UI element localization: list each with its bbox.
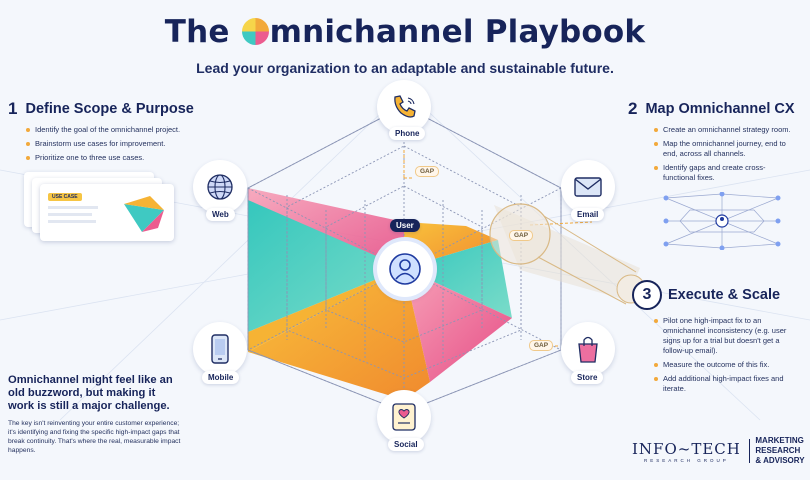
- list-item: Brainstorm use cases for improvement.: [26, 139, 208, 149]
- step-1-number: 1: [8, 99, 18, 118]
- callout-section: Omnichannel might feel like an old buzzw…: [8, 374, 184, 455]
- step-3-title: Execute & Scale: [668, 287, 781, 303]
- segment-store-pink: [404, 268, 512, 382]
- gap-label-store: GAP: [529, 340, 554, 351]
- step-2-title: Map Omnichannel CX: [645, 101, 795, 117]
- mobile-phone-icon: [211, 334, 229, 364]
- segment-email-teal: [404, 240, 512, 318]
- list-item: Pilot one high-impact fix to an omnichan…: [654, 316, 802, 356]
- division-name-line1: MARKETING RESEARCH: [755, 436, 804, 455]
- mini-network-diagram: [663, 192, 781, 250]
- step-3-bullets: Pilot one high-impact fix to an omnichan…: [632, 316, 802, 394]
- list-item: Map the omnichannel journey, end to end,…: [654, 139, 794, 159]
- list-item: Create an omnichannel strategy room.: [654, 125, 794, 135]
- phone-label: Phone: [389, 127, 426, 140]
- email-icon: [574, 177, 602, 197]
- step-1-bullets: Identify the goal of the omnichannel pro…: [8, 125, 208, 163]
- magnifier-callout: [489, 203, 646, 305]
- omnichannel-logo-icon: [241, 18, 269, 45]
- phone-node: [377, 80, 431, 134]
- list-item: Add additional high-impact fixes and ite…: [654, 374, 802, 394]
- infotech-logo-subtitle: RESEARCH GROUP: [644, 457, 729, 463]
- page-title: The mnichannel Playbook: [164, 14, 646, 50]
- step-2-section: 2 Map Omnichannel CX Create an omnichann…: [628, 99, 808, 187]
- gap-label-email: GAP: [509, 230, 534, 241]
- user-node: [377, 241, 433, 297]
- footer-logo: INFO~TECH RESEARCH GROUP MARKETING RESEA…: [632, 436, 808, 466]
- callout-body: The key isn't reinventing your entire cu…: [8, 420, 181, 454]
- email-label: Email: [571, 208, 605, 221]
- list-item: Prioritize one to three use cases.: [26, 153, 208, 163]
- globe-icon: [207, 174, 233, 200]
- user-label: User: [390, 219, 420, 232]
- step-1-section: 1 Define Scope & Purpose Identify the go…: [8, 99, 208, 167]
- pie-chart-icon: [124, 196, 164, 232]
- division-name-line2: & ADVISORY: [755, 456, 805, 465]
- social-label: Social: [388, 438, 424, 451]
- store-label: Store: [571, 371, 604, 384]
- step-3-section: 3 Execute & Scale Pilot one high-impact …: [632, 280, 808, 398]
- list-item: Identify the goal of the omnichannel pro…: [26, 125, 208, 135]
- web-label: Web: [206, 208, 235, 221]
- infotech-logo: INFO~TECH: [632, 439, 741, 458]
- social-profile-icon: [392, 403, 416, 431]
- step-2-number: 2: [628, 99, 638, 118]
- use-case-card: USE CASE: [40, 184, 174, 241]
- segment-social-orange: [248, 268, 430, 400]
- email-node: [561, 160, 615, 214]
- web-node: [193, 160, 247, 214]
- step-2-bullets: Create an omnichannel strategy room. Map…: [628, 125, 794, 183]
- user-icon: [389, 253, 421, 285]
- phone-icon: [394, 95, 416, 118]
- social-node: [377, 390, 431, 444]
- use-case-tag: USE CASE: [48, 193, 82, 201]
- mobile-node: [193, 322, 247, 376]
- store-node: [561, 322, 615, 376]
- mobile-label: Mobile: [202, 371, 240, 384]
- gap-label-phone: GAP: [415, 166, 440, 177]
- list-item: Identify gaps and create cross-functiona…: [654, 163, 794, 183]
- step-3-number: 3: [632, 280, 662, 310]
- callout-heading: Omnichannel might feel like an old buzzw…: [8, 374, 173, 412]
- list-item: Measure the outcome of this fix.: [654, 360, 802, 370]
- page-subtitle: Lead your organization to an adaptable a…: [196, 60, 614, 76]
- step-1-title: Define Scope & Purpose: [25, 101, 194, 117]
- use-case-cards-illustration: USE CASE: [24, 172, 184, 242]
- shopping-bag-icon: [578, 336, 598, 363]
